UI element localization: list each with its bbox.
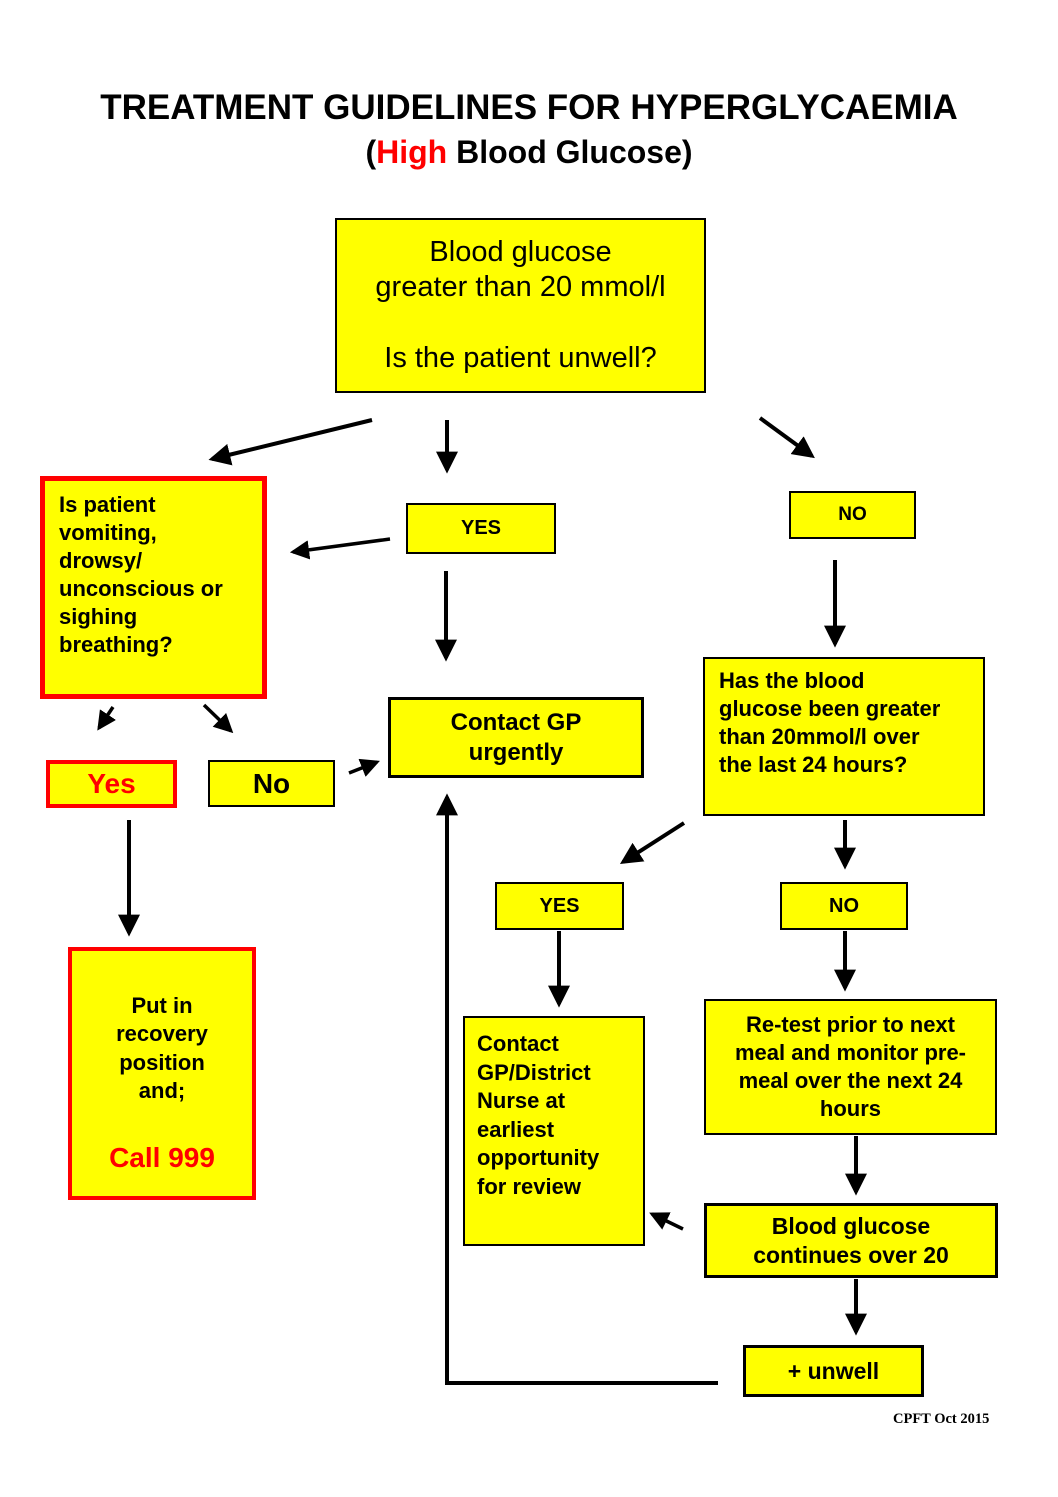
node-recovery-position: Put in recovery position and; Call 999: [68, 947, 256, 1200]
node-glucose-continues-over-20: Blood glucose continues over 20: [704, 1203, 998, 1278]
node-has-blood-glucose-24h: Has the blood glucose been greater than …: [703, 657, 985, 816]
arrow-vomiting-to-yes: [97, 706, 116, 731]
node-retest-monitor: Re-test prior to next meal and monitor p…: [704, 999, 997, 1135]
arrow-no-to-contact-gp: [348, 758, 380, 777]
title-paren-open: (: [365, 133, 377, 170]
title-line-2: (High Blood Glucose): [0, 132, 1058, 172]
call-999-text: Call 999: [109, 1141, 215, 1173]
arrow-has-blood-to-yes2: [619, 821, 686, 864]
node-contact-gp-district-nurse: Contact GP/District Nurse at earliest op…: [463, 1016, 645, 1246]
arrow-yes1-to-vomiting: [289, 537, 391, 560]
title-high-word: High: [376, 133, 448, 170]
node-blood-glucose-start: Blood glucose greater than 20 mmol/l Is …: [335, 218, 706, 393]
recovery-position-text: Put in recovery position and;: [116, 992, 208, 1104]
arrow-vomiting-to-no: [202, 703, 234, 734]
title-line-1: TREATMENT GUIDELINES FOR HYPERGLYCAEMIA: [100, 88, 958, 127]
node-yes-24h: YES: [495, 882, 624, 930]
arrow-start-to-vomiting: [208, 418, 373, 466]
node-plus-unwell: + unwell: [743, 1345, 924, 1397]
node-no-vomiting: No: [208, 760, 335, 807]
node-yes-vomiting: Yes: [46, 760, 177, 808]
node-vomiting-question: Is patient vomiting, drowsy/ unconscious…: [40, 476, 267, 699]
title-line-2-rest: Blood Glucose): [447, 133, 693, 170]
footer-version-note: CPFT Oct 2015: [893, 1411, 990, 1427]
page-title: TREATMENT GUIDELINES FOR HYPERGLYCAEMIA …: [0, 86, 1058, 172]
node-contact-gp-urgently: Contact GP urgently: [388, 697, 644, 778]
arrow-start-to-no1: [758, 416, 815, 459]
node-no-unwell: NO: [789, 491, 916, 539]
node-no-24h: NO: [780, 882, 908, 930]
node-yes-unwell: YES: [406, 503, 556, 554]
arrow-continues-to-contact-district: [649, 1212, 684, 1231]
